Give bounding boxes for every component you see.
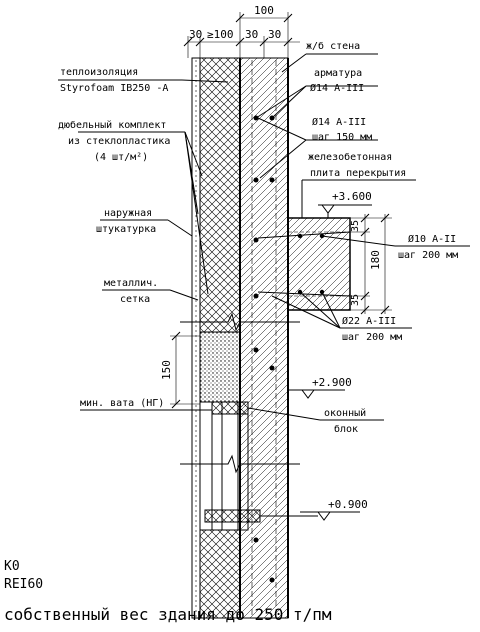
fire-class: К0 [4,559,20,574]
dim-150: 150 [160,360,173,380]
top-dimensions [183,12,300,58]
dim-35b: 35 [350,294,361,306]
dim-35a: 35 [350,220,361,232]
elevation-3600 [318,204,372,218]
left-leaders [58,79,229,411]
label-rebar2: Ø14 А-III [312,116,366,128]
label-slab-2: плита перекрытия [310,168,406,179]
window-sill [204,509,261,523]
label-r22-step: шаг 200 мм [342,332,402,343]
label-plaster: наружная [104,208,152,219]
label-r10-step: шаг 200 мм [398,250,458,261]
elev-2900: +2.900 [312,376,352,389]
window-head [211,401,249,415]
label-rebar2-step: шаг 150 мм [312,132,372,143]
label-mineral-wool: мин. вата (НГ) [80,398,164,409]
left-dimension [170,331,200,409]
dim-100: 100 [254,4,274,17]
label-slab: железобетонная [308,151,392,163]
label-mesh: металлич. [104,278,158,289]
slab-dimensions [350,213,392,315]
label-rebar: арматура [314,68,362,79]
dim-30c: 30 [268,28,281,41]
label-insulation: теплоизоляция [60,67,138,78]
label-dowel-count: (4 шт/м²) [94,152,148,163]
label-rebar-spec: Ø14 А-III [310,82,364,94]
mineral-wool [199,331,241,403]
elevation-2900 [288,389,345,399]
label-window-2: блок [334,423,358,435]
label-r10: Ø10 А-II [408,233,456,245]
label-window: оконный [324,407,366,419]
label-plaster-2: штукатурка [96,224,156,235]
elevation-0900 [260,511,360,521]
fire-resistance: REI60 [4,577,43,592]
label-insulation-brand: Styrofoam IB250 -A [60,83,168,94]
label-wall: ж/б стена [306,40,360,52]
dim-180: 180 [369,250,382,270]
elev-0900: +0.900 [328,498,368,511]
dim-30a: 30 [189,28,202,41]
insulation-upper [199,57,241,333]
concrete-wall [239,57,289,619]
label-dowel: дюбельный комплект [58,119,166,131]
label-dowel-material: из стеклопластика [68,136,170,147]
elev-3600: +3.600 [332,190,372,203]
right-leaders [247,53,470,421]
label-mesh-2: сетка [120,294,150,305]
dim-30b: 30 [245,28,258,41]
caption-weight: собственный вес здания до 250 т/пм [4,605,332,624]
dim-100b: ≥100 [207,28,234,41]
label-r22: Ø22 А-III [342,315,396,327]
